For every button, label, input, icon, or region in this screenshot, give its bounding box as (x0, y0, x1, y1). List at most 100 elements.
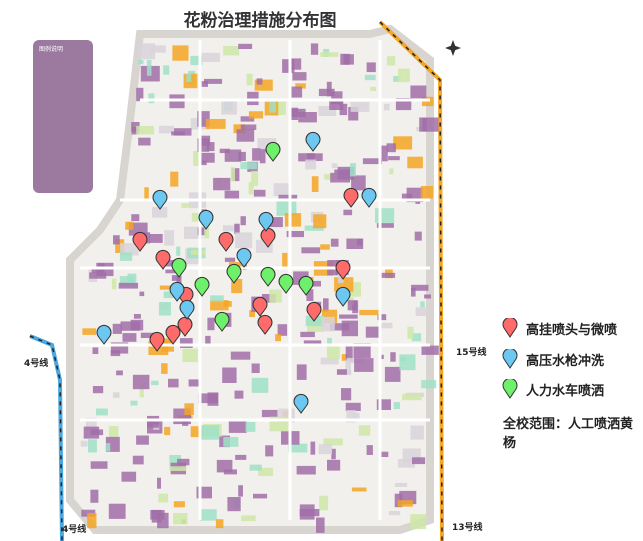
red-marker-pin[interactable] (177, 316, 193, 337)
building (230, 351, 251, 360)
building (375, 208, 395, 223)
building (353, 412, 360, 419)
building (341, 388, 352, 401)
red-marker-pin[interactable] (252, 296, 268, 317)
green-marker-pin[interactable] (260, 266, 276, 287)
building (132, 455, 144, 465)
metro-label-4-top: 4号线 (24, 359, 49, 369)
building (348, 107, 359, 121)
measure-markers (96, 131, 377, 414)
blue-marker-pin[interactable] (179, 299, 195, 320)
building (319, 495, 329, 511)
building (390, 352, 396, 362)
blue-marker-pin[interactable] (361, 187, 377, 208)
red-marker-pin[interactable] (165, 324, 181, 345)
building (136, 435, 149, 445)
building (151, 380, 159, 386)
legend-item-red: 高挂喷头与微喷 (502, 318, 617, 338)
red-marker-pin[interactable] (335, 259, 351, 280)
blue-marker-pin[interactable] (96, 324, 112, 345)
blue-marker-pin[interactable] (305, 131, 321, 152)
building (240, 162, 257, 170)
red-marker-pin[interactable] (155, 249, 171, 270)
building (140, 332, 156, 338)
building (110, 350, 121, 357)
building (120, 321, 140, 331)
red-marker-pin[interactable] (306, 301, 322, 322)
building (182, 348, 198, 363)
map-key-panel: 图例说明 (33, 40, 93, 193)
building (273, 183, 291, 197)
building (298, 112, 317, 123)
red-marker-pin[interactable] (149, 331, 165, 352)
blue-marker-pin[interactable] (258, 211, 274, 232)
building (137, 43, 156, 60)
building (131, 214, 140, 222)
building (327, 459, 341, 471)
building (223, 437, 239, 447)
blue-marker-pin[interactable] (169, 281, 185, 302)
building (88, 439, 97, 453)
building (303, 340, 322, 346)
building (381, 145, 388, 162)
green-marker-pin[interactable] (214, 311, 230, 332)
metro-line-4-dash (29, 335, 63, 541)
red-marker-pin[interactable] (132, 231, 148, 252)
green-marker-pin[interactable] (278, 273, 294, 294)
building (362, 158, 382, 165)
building (346, 410, 356, 423)
building (415, 307, 430, 316)
building (231, 279, 243, 294)
building (200, 52, 220, 62)
building (410, 425, 424, 440)
building (364, 74, 376, 81)
blue-marker-pin[interactable] (152, 189, 168, 210)
red-marker-pin[interactable] (218, 231, 234, 252)
red-marker-pin[interactable] (343, 187, 359, 208)
building (253, 493, 268, 499)
green-marker-pin[interactable] (171, 257, 187, 278)
building (234, 223, 240, 234)
building (310, 43, 319, 55)
building (259, 148, 266, 164)
building (393, 136, 413, 150)
building (289, 108, 306, 117)
blue-marker-pin[interactable] (198, 209, 214, 230)
green-pin-icon (502, 379, 518, 399)
building (412, 457, 426, 465)
building (388, 156, 400, 161)
building (90, 489, 99, 503)
building (168, 378, 179, 388)
building (138, 137, 151, 146)
building (139, 291, 145, 297)
blue-marker-pin[interactable] (335, 286, 351, 307)
building (397, 500, 413, 507)
green-marker-pin[interactable] (298, 275, 314, 296)
building (320, 244, 330, 250)
building (275, 101, 286, 116)
building (341, 354, 348, 361)
red-marker-pin[interactable] (257, 314, 273, 335)
building (110, 342, 129, 354)
building (248, 182, 254, 195)
building (235, 454, 247, 460)
blue-marker-pin[interactable] (236, 247, 252, 268)
blue-marker-pin[interactable] (293, 393, 309, 414)
building (238, 151, 246, 161)
green-marker-pin[interactable] (226, 263, 242, 284)
building (351, 175, 366, 191)
building (411, 333, 422, 342)
building (251, 363, 260, 373)
building (379, 451, 389, 457)
building (240, 116, 255, 122)
building (339, 314, 358, 319)
building (320, 357, 339, 365)
building (233, 124, 246, 134)
building (300, 331, 315, 338)
building (295, 83, 306, 89)
green-marker-pin[interactable] (265, 141, 281, 162)
building (420, 301, 425, 308)
building (127, 273, 137, 283)
green-marker-pin[interactable] (194, 276, 210, 297)
